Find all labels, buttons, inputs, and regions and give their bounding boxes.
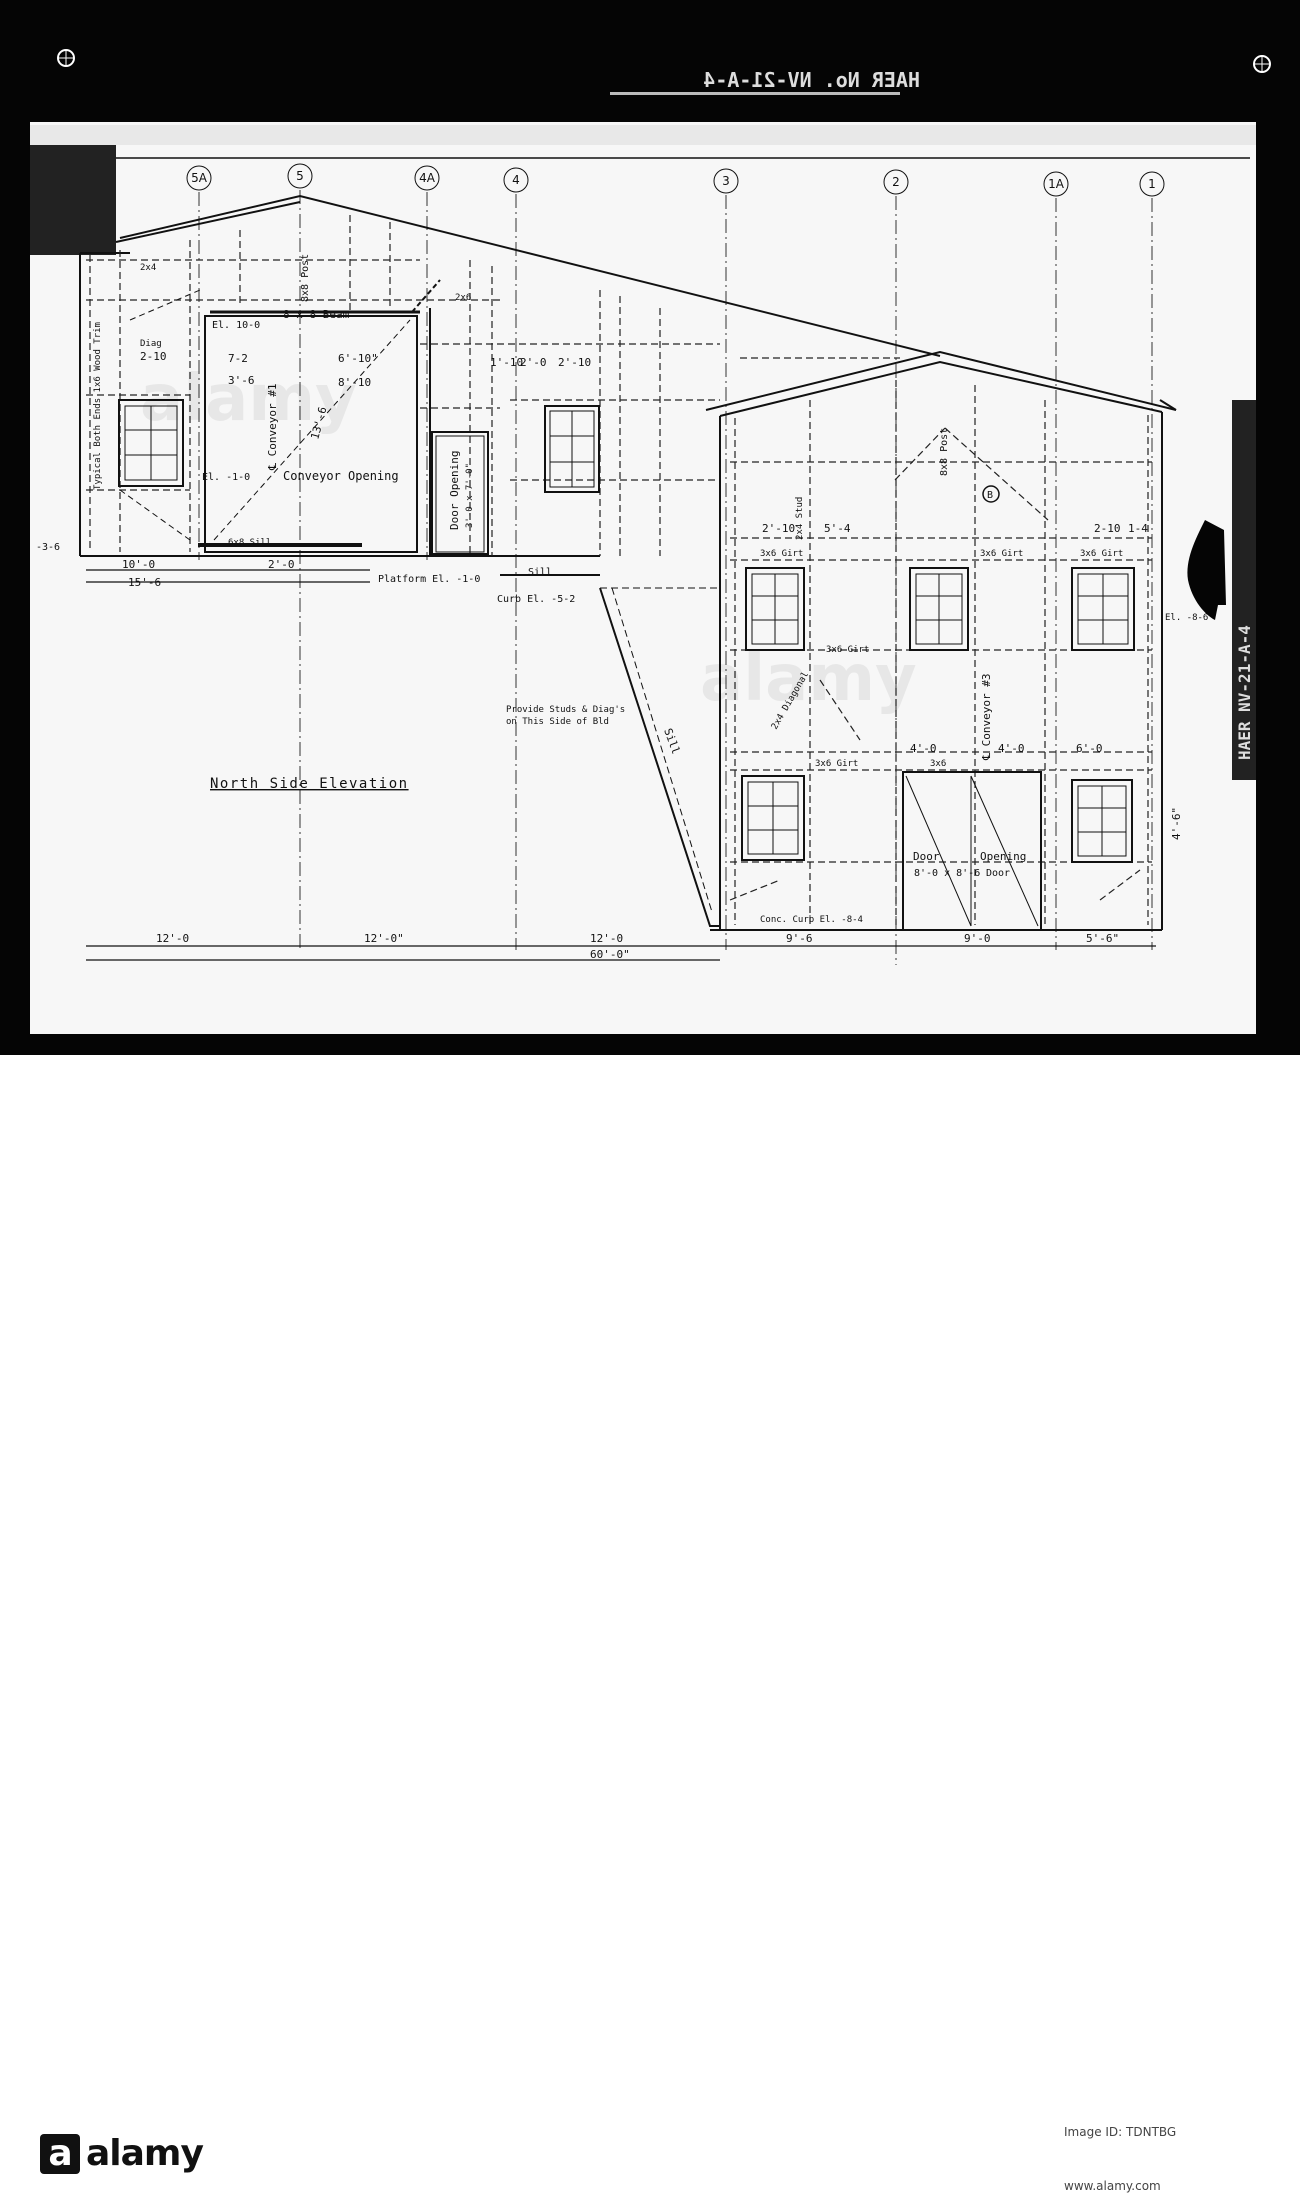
provide-studs-line2: on This Side of Bld xyxy=(506,717,609,727)
girt-label-5: 3x6 Girt xyxy=(815,759,858,769)
dim-9: 15'-6 xyxy=(128,576,161,589)
conveyor-opening-label: Conveyor Opening xyxy=(283,469,399,483)
dim-1: 12'-0 xyxy=(156,932,189,945)
post-label-left: 8x8 Post xyxy=(300,254,311,302)
svg-text:5: 5 xyxy=(296,169,304,183)
grid-bubble-1a: 1A xyxy=(1043,171,1069,197)
el-top-label: El. 10-0 xyxy=(212,320,260,331)
girt-label-4: 3x6 Girt xyxy=(826,645,869,655)
overlay-watermark-2: alamy xyxy=(700,642,917,716)
elevation-drawing: HAER No. NV-21-A-4 HAER NV-21-A-4 5A 5 4… xyxy=(30,49,1271,965)
stud-2x6-label: 2x6 xyxy=(455,293,471,303)
svg-text:5A: 5A xyxy=(191,171,208,185)
large-door-label-1: Door xyxy=(913,850,940,863)
girt-label-3: 3x6 Girt xyxy=(1080,549,1123,559)
girt-label-2: 3x6 Girt xyxy=(980,549,1023,559)
dim-6: 9'-0 xyxy=(964,932,991,945)
conveyor-1-label: ℄ Conveyor #1 xyxy=(266,383,279,471)
svg-text:4: 4 xyxy=(512,173,520,187)
svg-text:4A: 4A xyxy=(419,171,436,185)
side-stamp-text: HAER NV-21-A-4 xyxy=(1235,625,1254,760)
small-door-size: 3'-0 x 7'-0" xyxy=(465,463,475,528)
stud-label: 2x4 Stud xyxy=(795,497,805,540)
dim-3: 12'-0 xyxy=(590,932,623,945)
svg-text:1: 1 xyxy=(1148,177,1156,191)
girt-label-6: 3x6 xyxy=(930,759,946,769)
dim-22: 4'-0 xyxy=(998,742,1025,755)
dim-7: 5'-6" xyxy=(1086,932,1119,945)
diag-label: Diag xyxy=(140,339,162,349)
grid-bubble-5a: 5A xyxy=(186,165,212,191)
sill-6x8-label: 6x8 Sill xyxy=(228,538,271,548)
left-building-outline xyxy=(79,194,941,557)
large-door-opening xyxy=(902,771,1042,931)
alamy-logo-text: alamy xyxy=(86,2133,204,2174)
dim-10: 2'-0 xyxy=(268,558,295,571)
provide-studs-line1: Provide Studs & Diag's xyxy=(506,705,625,715)
dim-19: 2-10 xyxy=(1094,522,1121,535)
dim-20: 1-4 xyxy=(1128,522,1148,535)
dim-8: 10'-0 xyxy=(122,558,155,571)
dim-5: 9'-6 xyxy=(786,932,813,945)
left-windows xyxy=(118,399,600,493)
header-stamp: HAER No. NV-21-A-4 xyxy=(703,68,920,92)
grid-bubble-5: 5 xyxy=(287,163,313,189)
site-url: www.alamy.com xyxy=(1064,2179,1161,2193)
dim-25: 1'-10 xyxy=(490,356,523,369)
grid-bubble-1: 1 xyxy=(1139,171,1165,197)
large-door-label-4: Door xyxy=(986,868,1010,879)
curb-label: Curb El. -5-2 xyxy=(497,594,575,605)
dim-16: 2-10 xyxy=(140,350,167,363)
sloped-sill-label: Sill xyxy=(661,727,682,756)
dim-23: 6'-0 xyxy=(1076,742,1103,755)
beam-label: 8 x 8 Beam xyxy=(283,308,350,321)
drawing-sheet xyxy=(30,122,1256,1034)
sill-label: Sill xyxy=(528,567,552,578)
dim-12: 3'-6 xyxy=(228,374,255,387)
small-door-label: Door Opening xyxy=(448,451,461,530)
conveyor-3-label: ℄ Conveyor #3 xyxy=(980,673,993,761)
dim-27: 2'-10 xyxy=(558,356,591,369)
grid-bubble-2: 2 xyxy=(883,169,909,195)
dim-13: 6'-10" xyxy=(338,352,378,365)
el-right-label: El. -8-6 xyxy=(1165,613,1208,623)
dim-11: 7-2 xyxy=(228,352,248,365)
svg-text:3: 3 xyxy=(722,174,730,188)
concrete-curb-label: Conc. Curb El. -8-4 xyxy=(760,915,863,925)
post-label-right: 8x8 Post xyxy=(939,428,950,476)
dim-26: 2'-0 xyxy=(520,356,547,369)
grid-bubble-3: 3 xyxy=(713,168,739,194)
circle-b-label: B xyxy=(987,490,993,501)
girt-label-1: 3x6 Girt xyxy=(760,549,803,559)
grid-bubbles: 5A 5 4A 4 3 2 1A 1 xyxy=(186,163,1165,197)
right-windows xyxy=(741,567,1135,863)
dim-2: 12'-0" xyxy=(364,932,404,945)
overlay-watermark-1: alamy xyxy=(140,362,357,436)
registration-mark-right xyxy=(1253,55,1271,73)
svg-text:1A: 1A xyxy=(1048,177,1065,191)
el-left-label: -3-6 xyxy=(36,542,60,553)
dim-4: 60'-0" xyxy=(590,948,630,961)
platform-label: Platform El. -1-0 xyxy=(378,574,480,585)
grid-bubble-4a: 4A xyxy=(414,165,440,191)
stud-2x4-label: 2x4 xyxy=(140,263,156,273)
drawing-title: North Side Elevation xyxy=(210,776,409,792)
registration-mark-left xyxy=(57,49,75,67)
image-id-label: Image ID: TDNTBG xyxy=(1064,2125,1177,2139)
dim-18: 2'-10 xyxy=(762,522,795,535)
dim-21: 4'-0 xyxy=(910,742,937,755)
large-door-label-3: 8'-0 x 8'-6 xyxy=(914,868,980,879)
grid-bubble-4: 4 xyxy=(503,167,529,193)
large-door-label-2: Opening xyxy=(980,850,1026,863)
dim-14: 8'-10 xyxy=(338,376,371,389)
el-mid-label: El. -1-0 xyxy=(202,472,250,483)
dim-17: 5'-4 xyxy=(824,522,851,535)
header-stamp-text: HAER No. NV-21-A-4 xyxy=(703,68,920,92)
dim-24: 4'-6" xyxy=(1170,807,1183,840)
svg-text:2: 2 xyxy=(892,175,900,189)
typical-trim-label: Typical Both Ends 1x6 Wood Trim xyxy=(93,322,103,490)
